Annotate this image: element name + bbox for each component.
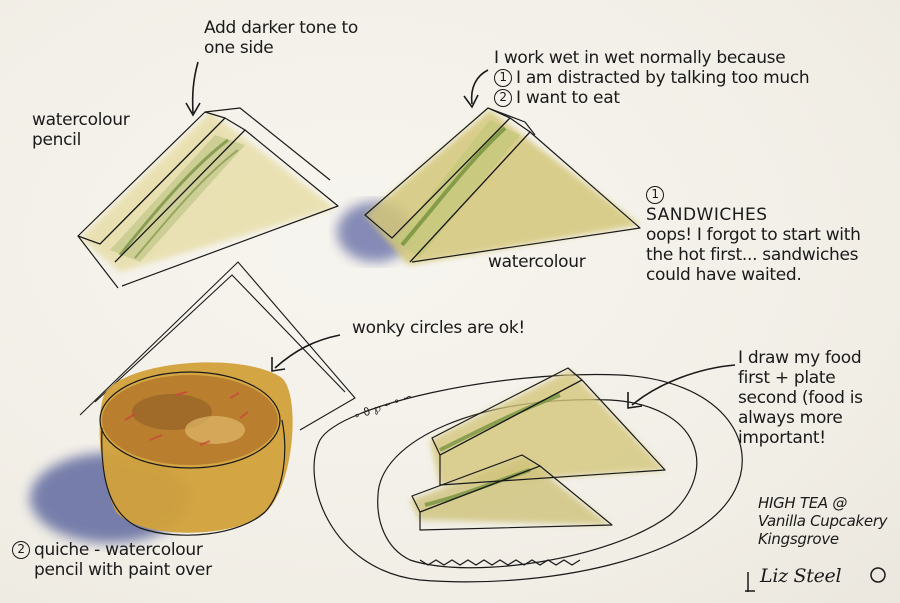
note-draw-food-line3: second (food is — [738, 388, 863, 408]
signature-mark — [745, 567, 886, 592]
note-sandwiches-line2: the hot first... sandwiches — [646, 245, 859, 265]
note-draw-food-line2: first + plate — [738, 368, 836, 388]
note-high-tea-line2: Vanilla Cupcakery — [758, 512, 888, 530]
arrow-wonky-circles — [271, 334, 341, 372]
plate-with-sandwiches: ∘ ϑ ℘ ⌁ ∘ ∽ — [313, 367, 743, 583]
note-darker-tone-line2: one side — [204, 38, 274, 58]
note-darker-tone-line1: Add darker tone to — [204, 18, 358, 38]
sandwich-pencil-sketch — [77, 107, 339, 289]
number-badge: 1 — [494, 69, 512, 87]
note-draw-food-line1: I draw my food — [738, 348, 862, 368]
number-badge: 2 — [12, 541, 30, 559]
note-sandwiches: 1 SANDWICHES oops! I forgot to start wit… — [646, 185, 861, 285]
note-wet-in-wet-intro: I work wet in wet normally because — [494, 48, 786, 68]
note-wonky-circles: wonky circles are ok! — [352, 318, 525, 338]
note-draw-food-line4: always more — [738, 408, 843, 428]
note-draw-food-line5: important! — [738, 428, 826, 448]
arrow-darker-tone — [185, 61, 201, 117]
note-quiche-line2: pencil with paint over — [34, 560, 212, 580]
note-watercolour-pencil-line2: pencil — [32, 130, 82, 150]
arrow-draw-food — [627, 364, 736, 409]
arrow-wet-in-wet — [463, 69, 489, 109]
note-sandwiches-line1: oops! I forgot to start with — [646, 225, 861, 245]
note-high-tea-line3: Kingsgrove — [758, 530, 839, 548]
signature: Liz Steel — [760, 565, 842, 587]
note-sandwiches-title: SANDWICHES — [646, 205, 768, 225]
note-draw-food: I draw my food first + plate second (foo… — [738, 348, 863, 448]
note-high-tea-line1: HIGH TEA @ — [758, 494, 848, 512]
number-badge: 2 — [494, 89, 512, 107]
note-watercolour-pencil-line1: watercolour — [32, 110, 130, 130]
svg-text:∘ ϑ ℘ ⌁ ∘ ∽: ∘ ϑ ℘ ⌁ ∘ ∽ — [352, 390, 414, 423]
note-watercolour: watercolour — [488, 252, 586, 272]
sandwich-watercolour — [337, 107, 641, 265]
note-high-tea: HIGH TEA @ Vanilla Cupcakery Kingsgrove — [758, 494, 888, 548]
note-darker-tone: Add darker tone to one side — [204, 18, 358, 58]
quiche-sketch — [30, 261, 356, 543]
note-quiche-line1: quiche - watercolour — [34, 540, 203, 560]
number-badge: 1 — [646, 186, 664, 204]
note-sandwiches-line3: could have waited. — [646, 265, 802, 285]
note-watercolour-pencil: watercolour pencil — [32, 110, 130, 150]
